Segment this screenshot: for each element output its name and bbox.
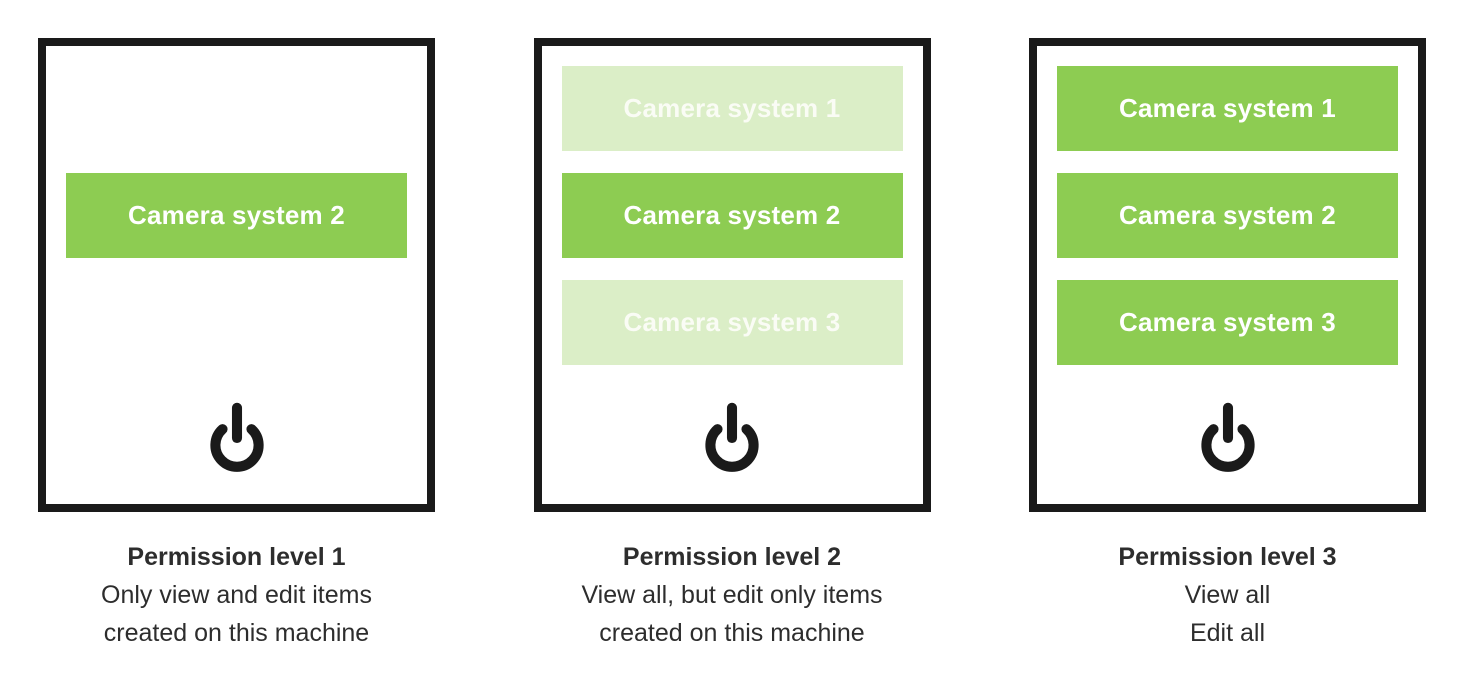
camera-system-2-button[interactable]: Camera system 2 [561, 173, 903, 258]
permission-level-3-column: Camera system 1 Camera system 2 Camera s… [1029, 38, 1426, 652]
camera-system-button-list: Camera system 2 [66, 66, 407, 365]
power-icon[interactable] [201, 402, 273, 474]
permission-level-description: created on this machine [103, 619, 370, 647]
permission-level-description: View all, but edit only items [581, 581, 883, 609]
device-panel-1: Camera system 2 [38, 38, 435, 512]
camera-system-1-button[interactable]: Camera system 1 [1057, 66, 1398, 151]
empty-slot [66, 280, 407, 365]
permission-level-title: Permission level 2 [622, 543, 842, 571]
device-panel-2: Camera system 1 Camera system 2 Camera s… [533, 38, 931, 512]
permission-level-2-caption: Permission level 2 View all, but edit on… [534, 538, 931, 652]
permission-level-description: View all [1184, 581, 1271, 609]
empty-slot [66, 66, 407, 151]
camera-system-button-list: Camera system 1 Camera system 2 Camera s… [1057, 66, 1398, 365]
power-icon[interactable] [696, 402, 768, 474]
permission-level-description: Edit all [1189, 619, 1266, 647]
permission-level-description: Only view and edit items [101, 581, 372, 609]
camera-system-1-button[interactable]: Camera system 1 [561, 66, 903, 151]
permission-levels-figure: Camera system 2 Permission level 1 Only … [38, 38, 1426, 652]
camera-system-button-list: Camera system 1 Camera system 2 Camera s… [561, 66, 903, 365]
camera-system-2-button[interactable]: Camera system 2 [66, 173, 407, 258]
power-icon[interactable] [1192, 402, 1264, 474]
permission-level-description: created on this machine [599, 619, 865, 647]
permission-level-2-column: Camera system 1 Camera system 2 Camera s… [533, 38, 931, 652]
camera-system-2-button[interactable]: Camera system 2 [1057, 173, 1398, 258]
device-panel-3: Camera system 1 Camera system 2 Camera s… [1029, 38, 1426, 512]
camera-system-3-button[interactable]: Camera system 3 [1057, 280, 1398, 365]
permission-level-title: Permission level 1 [127, 543, 346, 571]
camera-system-3-button[interactable]: Camera system 3 [561, 280, 903, 365]
permission-level-1-caption: Permission level 1 Only view and edit it… [38, 538, 435, 652]
permission-level-1-column: Camera system 2 Permission level 1 Only … [38, 38, 435, 652]
permission-level-title: Permission level 3 [1118, 543, 1337, 571]
permission-level-3-caption: Permission level 3 View all Edit all [1029, 538, 1426, 652]
